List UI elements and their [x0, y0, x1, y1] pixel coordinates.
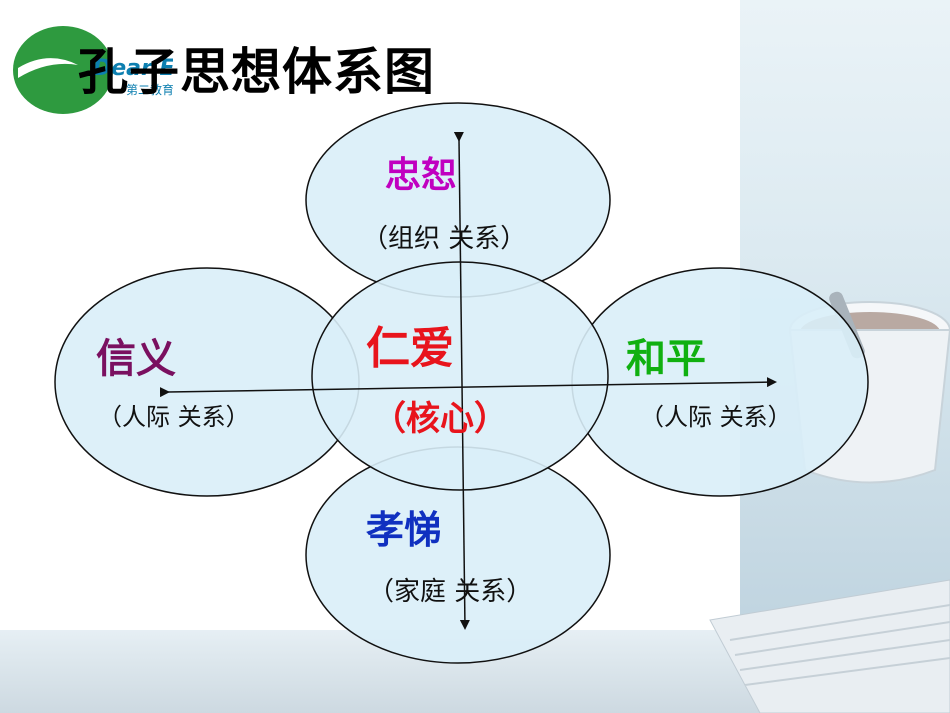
center-relation: （核心） [372, 399, 508, 439]
right-name: 和平 [626, 336, 706, 382]
left-name: 信义 [96, 336, 176, 382]
center-name: 仁爱 [366, 323, 454, 374]
left-relation: （人际 关系） [98, 403, 250, 431]
horizontal-axis-arrow [159, 377, 777, 398]
top-name: 忠恕 [385, 155, 457, 196]
logo-subtext: 第二教育网 [126, 82, 173, 97]
papers-stack-icon [709, 579, 950, 713]
top-relation: （组织 关系） [362, 224, 526, 254]
page-title: 孔子思想体系图 [78, 43, 435, 101]
logo-badge-icon [13, 26, 113, 114]
bottom-relation: （家庭 关系） [368, 577, 532, 607]
circle-right [571, 267, 869, 497]
circle-center [311, 261, 609, 491]
logo: Dear Edu.com 第二教育网 [13, 26, 173, 114]
right-relation: （人际 关系） [640, 403, 792, 431]
logo-text: Dear Edu.com [93, 56, 173, 81]
bottom-name: 孝悌 [366, 508, 442, 552]
